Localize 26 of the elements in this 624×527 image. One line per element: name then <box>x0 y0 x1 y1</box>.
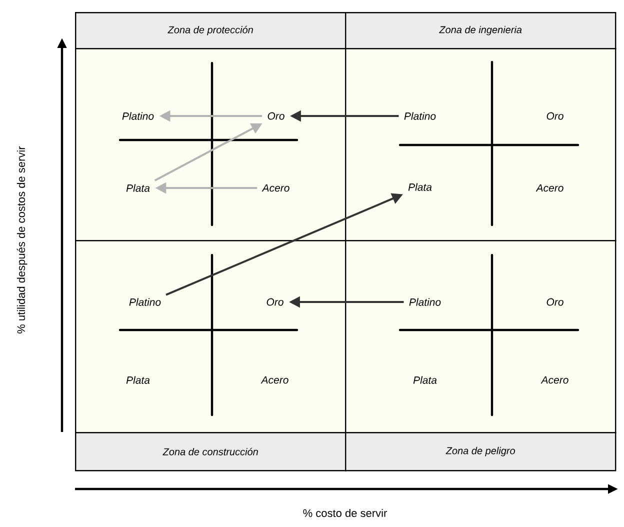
zone-header: Zona de peligro <box>345 432 616 472</box>
quadrant-label: Acero <box>540 376 568 384</box>
quadrant-label: Platino <box>122 112 154 120</box>
quadrant-label: Plata <box>413 376 437 384</box>
quadrant-panel <box>75 48 346 242</box>
quadrant-panel <box>75 240 346 434</box>
axis-label: % costo de servir <box>303 508 387 518</box>
quadrant-label: Platino <box>404 112 436 120</box>
quadrant-label: Platino <box>409 298 441 306</box>
quadrant-label: Plata <box>126 376 150 384</box>
quadrant-label: Oro <box>546 298 564 306</box>
quadrant-label: Oro <box>546 112 564 120</box>
quadrant-label: Platino <box>129 298 161 306</box>
quadrant-label: Acero <box>262 184 290 192</box>
quadrant-label: Oro <box>266 298 284 306</box>
zone-header: Zona de ingenieria <box>345 12 616 50</box>
quadrant-label: Plata <box>126 184 150 192</box>
quadrant-label: Oro <box>268 112 284 120</box>
quadrant-label: Acero <box>260 376 288 384</box>
axis-label: % utilidad después de costos de servir <box>16 146 28 334</box>
zone-header: Zona de construcción <box>75 432 346 472</box>
quadrant-panel <box>345 48 616 242</box>
quadrant-label: Acero <box>536 184 564 192</box>
quadrant-label: Plata <box>408 183 432 191</box>
zone-header: Zona de protección <box>75 12 346 50</box>
quadrant-panel <box>345 240 616 434</box>
